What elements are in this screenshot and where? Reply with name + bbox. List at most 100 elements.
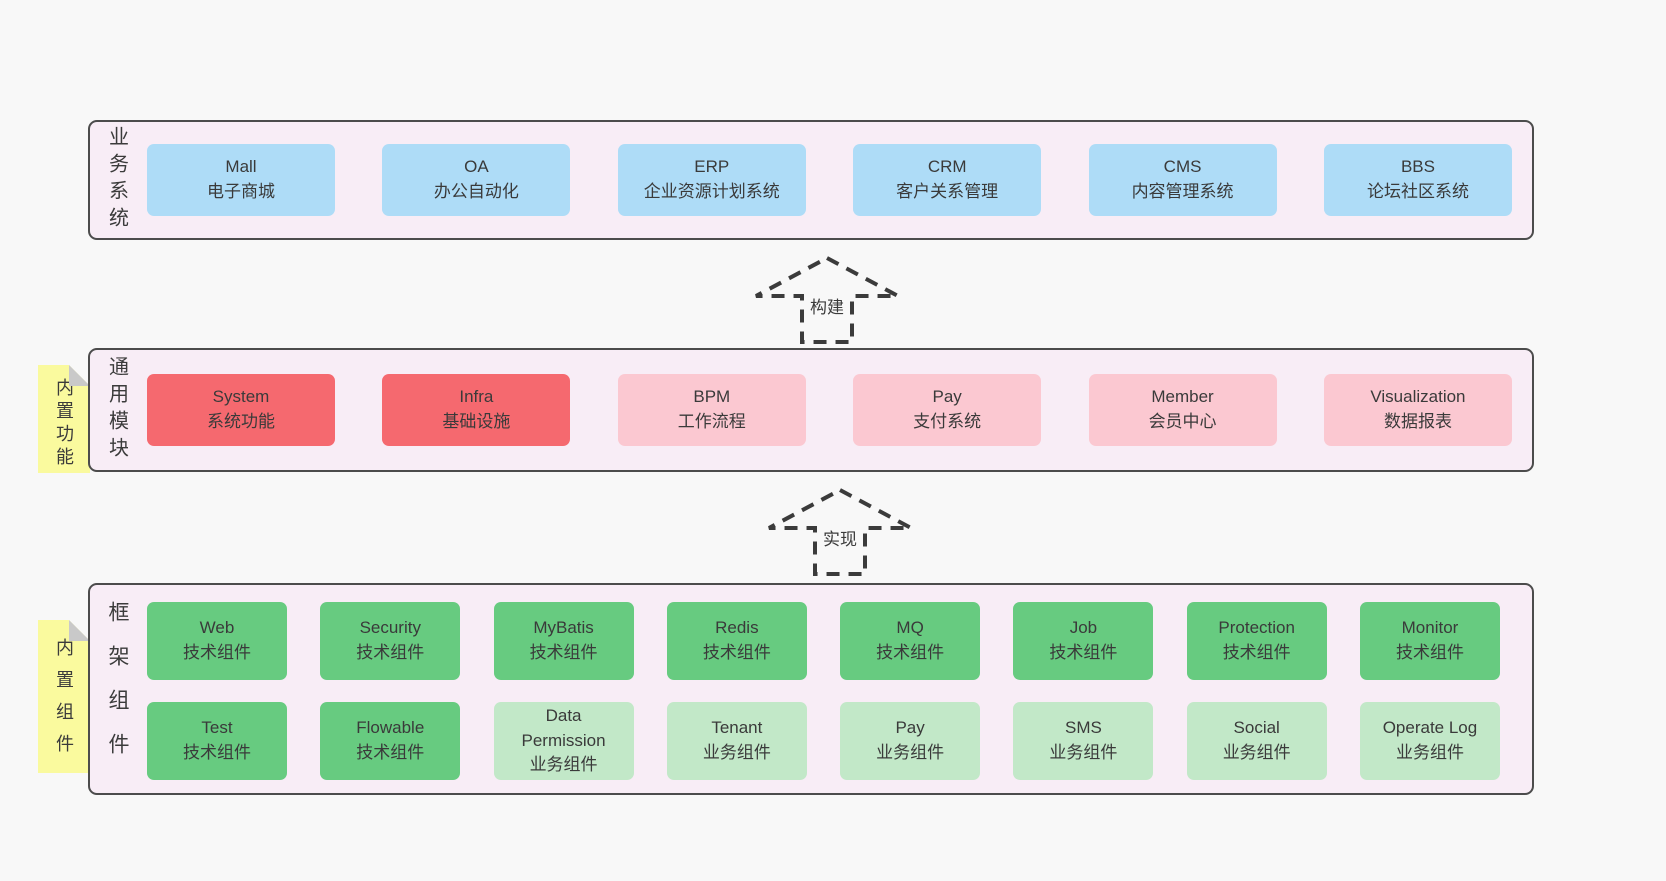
box-row: System 系统功能 Infra 基础设施 BPM 工作流程 Pay 支付系统…: [90, 350, 1532, 470]
box-cms: CMS 内容管理系统: [1088, 144, 1277, 216]
box-desc: 技术组件: [529, 643, 598, 662]
box-name: Infra: [459, 387, 494, 407]
box-pay-biz: Pay 业务组件: [840, 702, 981, 780]
box-name: Pay: [895, 718, 925, 738]
box-mq: MQ 技术组件: [840, 602, 981, 680]
box-desc: 技术组件: [183, 643, 251, 662]
box-name: Protection: [1218, 618, 1295, 638]
box-desc: 办公自动化: [433, 182, 519, 201]
box-system: System 系统功能: [147, 374, 335, 446]
box-visualization: Visualization 数据报表: [1323, 374, 1512, 446]
box-oa: OA 办公自动化: [382, 144, 571, 216]
box-name: Mall: [225, 157, 257, 177]
box-desc: 电子商城: [207, 182, 275, 201]
box-name: Monitor: [1401, 618, 1459, 638]
layer-label: 框架组件: [106, 601, 129, 777]
layer-label: 业务系统: [105, 126, 128, 234]
layer-framework-components: 框架组件 Web 技术组件 Security 技术组件 MyBatis 技术组件…: [88, 583, 1534, 795]
box-row: Mall 电子商城 OA 办公自动化 ERP 企业资源计划系统 CRM 客户关系…: [90, 122, 1532, 238]
box-crm: CRM 客户关系管理: [853, 144, 1042, 216]
arrow-build: 构建: [752, 254, 902, 346]
sticky-fold-corner-icon: [69, 365, 90, 386]
box-name: ERP: [694, 157, 730, 177]
box-desc: 支付系统: [913, 412, 982, 431]
arrow-implement: 实现: [765, 486, 915, 578]
arrow-label: 实现: [820, 524, 860, 551]
box-desc: 业务组件: [1222, 743, 1291, 762]
box-name: Flowable: [356, 718, 425, 738]
box-name: Operate Log: [1382, 718, 1478, 738]
layer-common-modules: 通用模块 System 系统功能 Infra 基础设施 BPM 工作流程 Pay…: [88, 348, 1534, 472]
box-name: Job: [1069, 618, 1098, 638]
box-desc: 技术组件: [1395, 643, 1464, 662]
box-name: Test: [201, 718, 233, 738]
box-desc: 业务组件: [529, 755, 598, 775]
box-pay: Pay 支付系统: [853, 374, 1042, 446]
box-name: Data Permission: [521, 706, 606, 750]
box-name: Web: [199, 618, 235, 638]
box-flowable: Flowable 技术组件: [320, 702, 461, 780]
box-desc: 业务组件: [876, 743, 945, 762]
box-name: MQ: [896, 618, 924, 638]
box-desc: 业务组件: [702, 743, 771, 762]
layer-label: 通用模块: [105, 356, 128, 464]
sticky-label: 内置组件: [54, 637, 74, 766]
box-bbs: BBS 论坛社区系统: [1323, 144, 1512, 216]
box-job: Job 技术组件: [1013, 602, 1154, 680]
box-name: Social: [1233, 718, 1280, 738]
arrow-label: 构建: [807, 292, 847, 319]
box-desc: 技术组件: [1049, 643, 1118, 662]
box-mall: Mall 电子商城: [147, 144, 335, 216]
box-name: Member: [1151, 387, 1214, 407]
box-desc: 业务组件: [1395, 743, 1464, 762]
box-sms: SMS 业务组件: [1013, 702, 1154, 780]
box-desc: 技术组件: [876, 643, 945, 662]
box-name: Visualization: [1370, 387, 1466, 407]
sticky-fold-corner-icon: [69, 620, 90, 641]
layer-business-systems: 业务系统 Mall 电子商城 OA 办公自动化 ERP 企业资源计划系统 CRM…: [88, 120, 1534, 240]
box-test: Test 技术组件: [147, 702, 287, 780]
box-desc: 业务组件: [1049, 743, 1118, 762]
box-row: Web 技术组件 Security 技术组件 MyBatis 技术组件 Redi…: [90, 602, 1532, 680]
box-bpm: BPM 工作流程: [617, 374, 806, 446]
box-name: CRM: [927, 157, 967, 177]
sticky-builtin-features: 内置功能: [38, 365, 90, 473]
box-mybatis: MyBatis 技术组件: [493, 602, 634, 680]
box-monitor: Monitor 技术组件: [1359, 602, 1500, 680]
box-protection: Protection 技术组件: [1186, 602, 1327, 680]
box-social: Social 业务组件: [1186, 702, 1327, 780]
box-name: System: [212, 387, 270, 407]
box-desc: 技术组件: [702, 643, 771, 662]
box-infra: Infra 基础设施: [382, 374, 571, 446]
box-desc: 数据报表: [1383, 412, 1452, 431]
box-name: Pay: [932, 387, 962, 407]
box-security: Security 技术组件: [320, 602, 461, 680]
box-desc: 技术组件: [356, 743, 425, 762]
box-operate-log: Operate Log 业务组件: [1359, 702, 1500, 780]
box-name: BPM: [693, 387, 731, 407]
box-name: MyBatis: [533, 618, 594, 638]
box-name: BBS: [1400, 157, 1435, 177]
box-desc: 会员中心: [1148, 412, 1217, 431]
box-desc: 内容管理系统: [1131, 182, 1234, 201]
box-name: CMS: [1163, 157, 1202, 177]
box-web: Web 技术组件: [147, 602, 287, 680]
box-desc: 企业资源计划系统: [643, 182, 780, 201]
dashed-up-arrow-icon: [768, 487, 912, 576]
box-erp: ERP 企业资源计划系统: [617, 144, 806, 216]
box-name: Redis: [715, 618, 759, 638]
box-data-permission: Data Permission 业务组件: [493, 702, 634, 780]
box-desc: 工作流程: [677, 412, 746, 431]
box-desc: 基础设施: [442, 412, 511, 431]
box-name: Security: [359, 618, 421, 638]
box-member: Member 会员中心: [1088, 374, 1277, 446]
box-name: OA: [464, 157, 489, 177]
dashed-up-arrow-icon: [755, 255, 899, 344]
box-name: Tenant: [711, 718, 763, 738]
box-tenant: Tenant 业务组件: [666, 702, 807, 780]
sticky-builtin-components: 内置组件: [38, 620, 90, 773]
box-desc: 客户关系管理: [896, 182, 999, 201]
box-redis: Redis 技术组件: [666, 602, 807, 680]
box-desc: 技术组件: [1222, 643, 1291, 662]
